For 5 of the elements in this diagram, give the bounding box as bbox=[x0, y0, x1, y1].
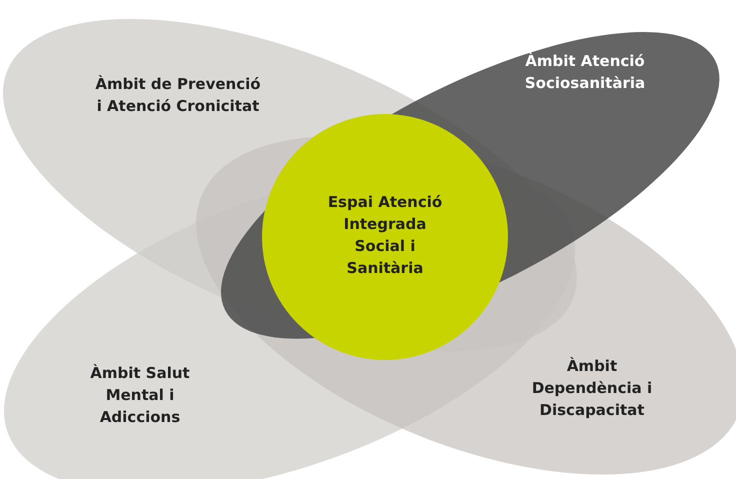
area-label: Àmbit Salut Mental i Adiccions bbox=[89, 362, 191, 428]
area-label: Àmbit Atenció Sociosanitària bbox=[524, 50, 646, 94]
area-label: Àmbit Dependència i Discapacitat bbox=[530, 356, 654, 421]
center-label: Espai Atenció Integrada Social i Sanitària bbox=[326, 192, 444, 279]
area-label: Àmbit de Prevenció i Atenció Cronicitat bbox=[94, 74, 262, 117]
